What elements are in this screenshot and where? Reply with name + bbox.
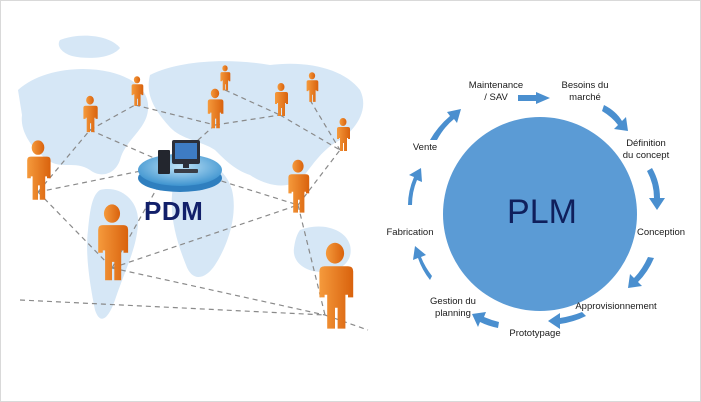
step-maintenance: Maintenance / SAV [468,80,524,103]
step-vente: Vente [412,142,438,153]
cycle-arrows [408,92,665,329]
step-gestion-planning: Gestion du planning [430,296,476,319]
desktop-computer-icon [158,140,200,174]
step-approvisionnement: Approvisionnement [575,301,657,312]
step-besoins: Besoins du marché [561,80,609,103]
pdm-label: PDM [144,196,204,226]
plm-label: PLM [507,193,577,231]
plm-circle [443,117,637,311]
step-definition: Définition du concept [622,138,670,161]
pdm-hub [138,140,222,192]
step-conception: Conception [636,227,686,238]
step-fabrication: Fabrication [386,227,434,238]
step-prototypage: Prototypage [509,328,561,339]
